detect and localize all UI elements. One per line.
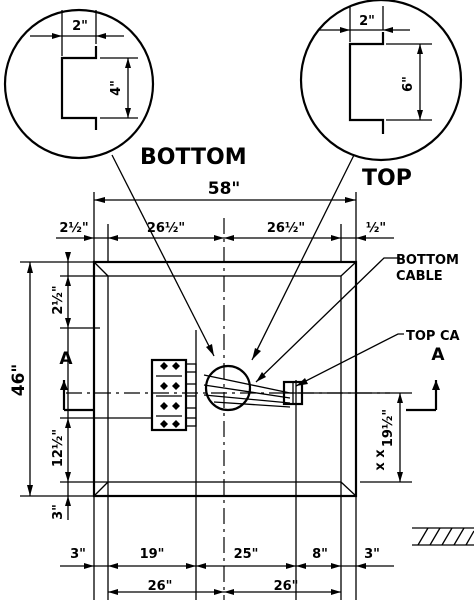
overall-height: 46" [9,364,29,397]
overall-width: 58" [208,179,241,199]
bottom-detail-depth: 4" [109,80,124,96]
section-mark-left: A [59,349,73,369]
edge-right-dim: ½" [366,221,386,236]
bottom-dim-4: 8" [312,547,328,562]
top-cable-label: TOP CA [406,329,460,344]
bottom-detail-width: 2" [72,19,88,34]
half-right-dim: 26½" [267,221,305,236]
cable-strands [203,374,291,408]
top-detail-depth: 6" [401,76,416,92]
cable-anchor-circle [204,364,252,412]
bottom-dim-7: 26" [274,579,299,594]
bottom-dim-1: 3" [70,547,86,562]
left-top-dim: 2½" [51,285,66,314]
half-left-dim: 26½" [147,221,185,236]
left-bottom-dim: 3" [51,504,66,520]
bottom-anchor-plate [150,358,197,432]
bottom-dim-3: 25" [234,547,259,562]
top-detail-leader [251,154,355,361]
bottom-detail-label: BOTTOM [140,145,247,170]
bottom-cable-leader [255,257,400,383]
section-mark-right: A [431,345,445,365]
bottom-dim-6: 26" [148,579,173,594]
top-detail-label: TOP [362,166,412,191]
ground-hatch [412,527,474,546]
top-cable-leader [295,333,404,387]
edge-left-dim: 2½" [59,221,88,236]
top-detail: 2" 6" TOP [299,0,463,191]
top-detail-width: 2" [359,14,375,29]
bottom-cable-label-1: BOTTOM [396,253,459,268]
bottom-detail-leader [111,154,215,357]
bottom-detail: 2" 4" BOTTOM [3,8,247,170]
right-offset-marks: x x [373,449,388,471]
bottom-dim-5: 3" [364,547,380,562]
bottom-dim-2: 19" [140,547,165,562]
bottom-cable-label-2: CABLE [396,269,443,284]
left-mid-dim: 12½" [51,429,66,467]
right-offset-dim: 19½" [381,409,396,447]
